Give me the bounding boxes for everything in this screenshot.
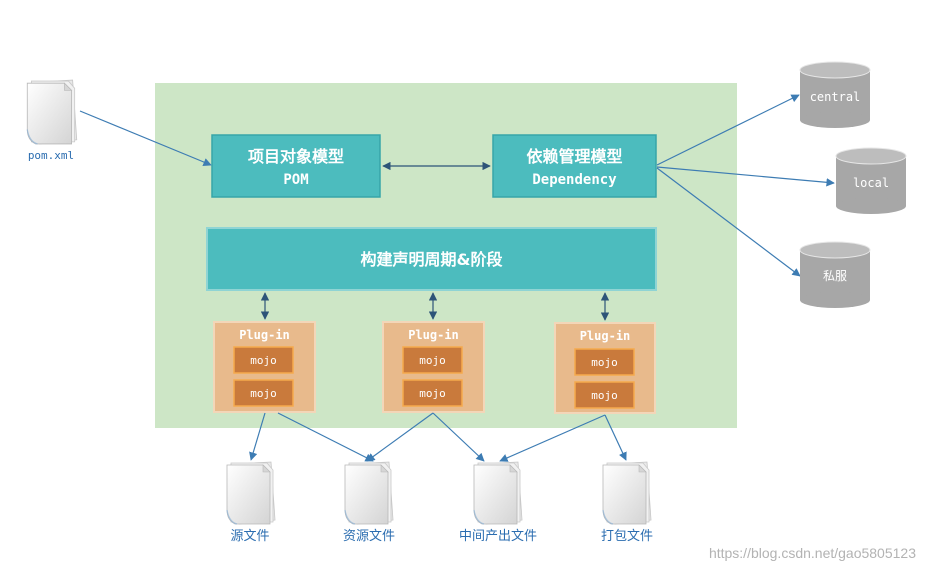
repository-central-database-icon: central	[799, 61, 871, 128]
package-files-label: 打包文件	[601, 529, 653, 544]
dependency-model-title: 依赖管理模型	[526, 147, 622, 166]
mojo-box	[574, 348, 635, 376]
arrow-plugin-2-to-intermediate-files	[432, 412, 485, 462]
arrow-plugin-3-to-intermediate-files	[499, 414, 606, 462]
arrow-plugin-2-to-resource-files	[366, 412, 434, 462]
plugin-title: Plug-in	[239, 328, 290, 342]
resource-files-label: 资源文件	[343, 529, 395, 544]
mojo-box	[233, 379, 294, 407]
mojo-label: mojo	[419, 354, 446, 367]
mojo-label: mojo	[250, 387, 277, 400]
arrow-plugin-3-to-package-files	[604, 414, 627, 461]
repository-private-label: 私服	[823, 269, 847, 283]
lifecycle-box: 构建声明周期&阶段	[206, 227, 657, 291]
repository-local-database-icon: local	[835, 147, 907, 214]
arrow-plugin-1-to-source-files	[249, 412, 266, 461]
mojo-box	[402, 346, 463, 374]
pom-model-subtitle: POM	[283, 172, 308, 188]
plugin-box-3: Plug-in mojo mojo	[554, 322, 656, 414]
arrow-dependency-to-private-repo	[656, 167, 801, 277]
arrow-plugin-1-to-resource-files	[277, 412, 374, 462]
pom-file-document-icon	[26, 79, 78, 145]
pom-model-box-shape	[211, 134, 381, 198]
package-files-document-icon	[602, 461, 652, 525]
repository-central-label: central	[810, 90, 861, 104]
pom-file-label: pom.xml	[28, 149, 74, 162]
dependency-model-box: 依赖管理模型 Dependency	[492, 134, 657, 198]
arrow-dependency-to-central	[656, 94, 800, 166]
intermediate-files-label: 中间产出文件	[459, 529, 537, 544]
lifecycle-box-shape	[206, 227, 657, 291]
mojo-box	[574, 381, 635, 409]
mojo-label: mojo	[591, 356, 618, 369]
dependency-model-box-shape	[492, 134, 657, 198]
plugin-box-1: Plug-in mojo mojo	[213, 321, 316, 413]
pom-model-box: 项目对象模型 POM	[211, 134, 381, 198]
mojo-label: mojo	[419, 387, 446, 400]
repository-local-label: local	[853, 176, 889, 190]
arrow-dependency-to-local	[656, 166, 835, 187]
mojo-box	[402, 379, 463, 407]
plugin-title: Plug-in	[580, 329, 631, 343]
repository-private-database-icon: 私服	[799, 241, 871, 308]
mojo-box	[233, 346, 294, 374]
lifecycle-label: 构建声明周期&阶段	[361, 250, 504, 269]
mojo-label: mojo	[250, 354, 277, 367]
intermediate-files-document-icon	[473, 461, 523, 525]
arrow-pom-file-to-pom-model	[79, 110, 212, 167]
dependency-model-subtitle: Dependency	[532, 172, 617, 188]
mojo-label: mojo	[591, 389, 618, 402]
pom-model-title: 项目对象模型	[248, 147, 344, 166]
plugin-title: Plug-in	[408, 328, 459, 342]
source-files-label: 源文件	[230, 529, 269, 544]
plugin-box-2: Plug-in mojo mojo	[382, 321, 485, 413]
watermark: https://blog.csdn.net/gao5805123	[709, 545, 916, 561]
resource-files-document-icon	[344, 461, 394, 525]
source-files-document-icon	[226, 461, 276, 525]
